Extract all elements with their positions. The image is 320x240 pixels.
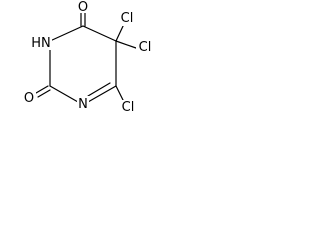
atom-chlorine-upper: Cl	[118, 11, 136, 26]
atom-nitrogen-nh: HN	[30, 36, 52, 51]
bond-cl-right	[115, 40, 137, 49]
atom-oxygen-bottom: O	[22, 91, 36, 106]
bond-nh-c-top	[49, 25, 84, 42]
bond-ccl-n-inner	[87, 82, 111, 97]
nh-label: HN	[31, 36, 51, 51]
atom-chlorine-lower: Cl	[119, 100, 137, 115]
chlorine-lower-label: Cl	[122, 100, 135, 115]
chemical-structure: O HN Cl Cl Cl O N	[22, 0, 154, 115]
oxygen-bottom-label: O	[24, 91, 34, 106]
n-label: N	[78, 97, 88, 112]
bond-c-top-ccl2	[82, 25, 117, 42]
bond-cl-upper	[115, 23, 125, 42]
atom-chlorine-right: Cl	[136, 40, 154, 55]
chlorine-right-label: Cl	[139, 40, 152, 55]
atom-oxygen-top: O	[76, 0, 90, 15]
bond-carbonyl-bottom-b	[37, 89, 51, 98]
bond-carbonyl-bottom-a	[35, 85, 49, 94]
chlorine-upper-label: Cl	[121, 11, 134, 26]
bond-n-c-bottom	[49, 85, 79, 103]
bond-cl-lower	[115, 85, 125, 103]
oxygen-label: O	[78, 0, 88, 15]
bond-ccl-n	[87, 85, 117, 103]
atom-nitrogen-ring: N	[77, 96, 89, 112]
